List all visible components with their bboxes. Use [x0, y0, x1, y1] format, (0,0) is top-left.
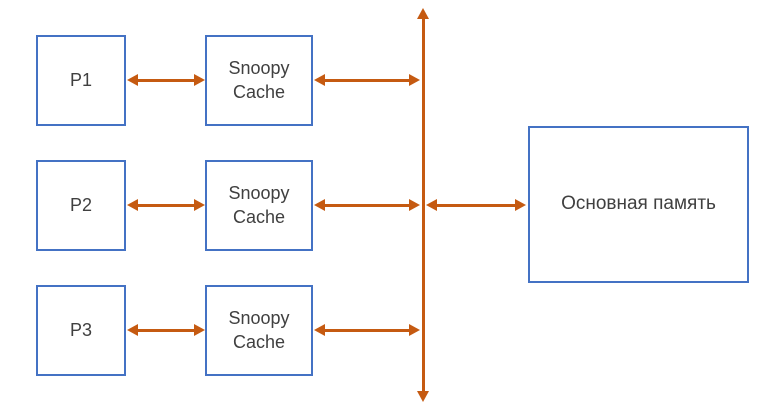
main-memory-label: Основная память	[561, 193, 716, 215]
arrowhead-right-icon	[409, 74, 420, 86]
cache-label: Snoopy Cache	[228, 308, 290, 352]
arrowhead-up-icon	[417, 8, 429, 19]
snoopy-cache-box-1: Snoopy Cache	[205, 35, 313, 126]
arrow-shaft	[325, 328, 409, 332]
processor-box-p1: P1	[36, 35, 126, 126]
cache-label: Snoopy Cache	[228, 183, 290, 227]
arrow-shaft	[325, 203, 409, 207]
arrow-cache2-bus	[314, 199, 420, 211]
arrowhead-left-icon	[314, 74, 325, 86]
arrowhead-right-icon	[409, 324, 420, 336]
arrowhead-right-icon	[515, 199, 526, 211]
arrow-shaft	[437, 203, 515, 207]
arrowhead-left-icon	[127, 199, 138, 211]
arrow-shaft	[138, 203, 194, 207]
bus-shaft	[421, 19, 425, 391]
arrow-cache1-bus	[314, 74, 420, 86]
arrow-bus-memory	[426, 199, 526, 211]
processor-box-p3: P3	[36, 285, 126, 376]
snoopy-cache-box-2: Snoopy Cache	[205, 160, 313, 251]
arrow-p2-cache2	[127, 199, 205, 211]
processor-box-p2: P2	[36, 160, 126, 251]
main-memory-box: Основная память	[528, 126, 749, 283]
snoopy-cache-box-3: Snoopy Cache	[205, 285, 313, 376]
cache-label: Snoopy Cache	[228, 58, 290, 102]
arrowhead-left-icon	[426, 199, 437, 211]
arrowhead-left-icon	[314, 324, 325, 336]
arrow-p3-cache3	[127, 324, 205, 336]
processor-label: P3	[69, 319, 93, 340]
processor-label: P2	[69, 194, 93, 215]
arrowhead-right-icon	[194, 324, 205, 336]
arrowhead-left-icon	[127, 324, 138, 336]
processor-label: P1	[69, 69, 93, 90]
arrowhead-left-icon	[127, 74, 138, 86]
arrow-shaft	[138, 78, 194, 82]
arrowhead-right-icon	[194, 74, 205, 86]
arrowhead-down-icon	[417, 391, 429, 402]
arrow-cache3-bus	[314, 324, 420, 336]
arrow-shaft	[325, 78, 409, 82]
bus-line	[417, 8, 429, 402]
arrowhead-left-icon	[314, 199, 325, 211]
arrow-p1-cache1	[127, 74, 205, 86]
arrowhead-right-icon	[409, 199, 420, 211]
arrow-shaft	[138, 328, 194, 332]
arrowhead-right-icon	[194, 199, 205, 211]
